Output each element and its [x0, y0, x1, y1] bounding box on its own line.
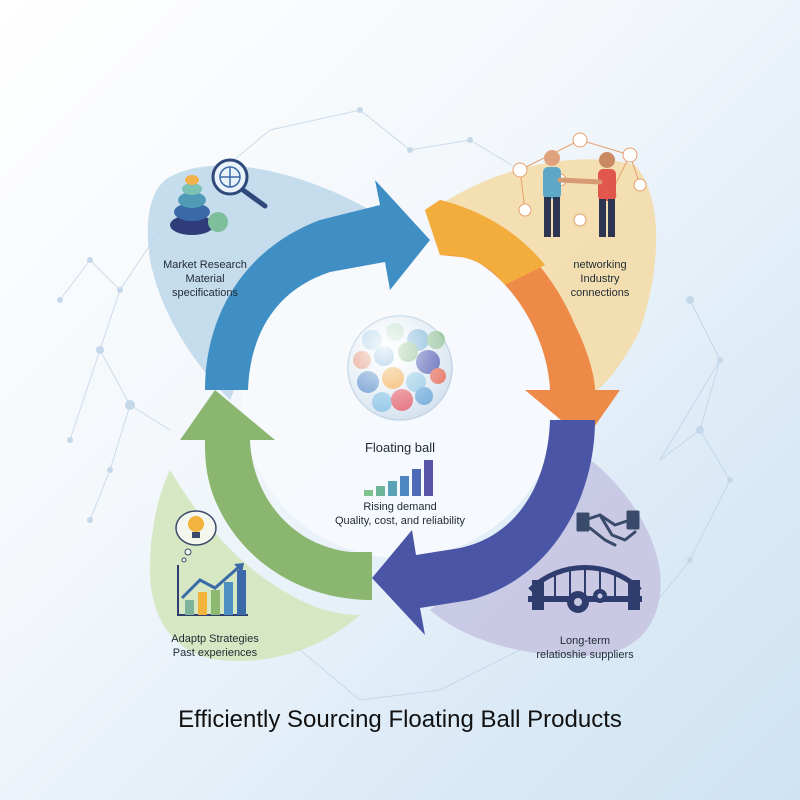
magnifier-globe-icon	[211, 158, 268, 209]
center-label: Floating ball	[364, 440, 436, 455]
center-description: Rising demand Quality, cost, and reliabi…	[300, 500, 500, 528]
cycle-arrows	[180, 180, 620, 635]
stacked-stones-icon	[170, 175, 228, 235]
top-right-line-2: Industry	[580, 273, 620, 285]
arrow-orange-red	[425, 200, 620, 440]
growth-chart-icon	[177, 563, 248, 616]
arrow-blue	[205, 180, 430, 390]
bottom-left-line-2: Past experiences	[172, 647, 258, 659]
floating-balls-icon	[347, 315, 453, 421]
label-networking: networking Industry connections	[540, 258, 660, 300]
bottom-right-line-1: Long-term	[559, 635, 611, 647]
bar-chart-icon	[364, 460, 433, 496]
handshake-icon	[576, 510, 640, 547]
lightbulb-thought-icon	[175, 510, 217, 563]
top-left-line-1: Market Research	[163, 259, 247, 271]
arrow-purple	[372, 420, 595, 635]
bottom-right-line-2: relatioshie suppliers	[536, 649, 634, 661]
page-title: Efficiently Sourcing Floating Ball Produ…	[178, 706, 622, 733]
top-right-line-1: networking	[573, 259, 627, 271]
arrow-orange-top	[425, 200, 545, 285]
center-line-1: Rising demand	[363, 501, 437, 513]
label-long-term-suppliers: Long-term relatioshie suppliers	[510, 634, 660, 662]
top-left-line-3: specifications	[171, 287, 239, 299]
bridge-gears-icon	[528, 565, 642, 613]
label-market-research: Market Research Material specifications	[140, 258, 270, 300]
bottom-left-line-1: Adaptp Strategies	[171, 633, 259, 645]
center-line-2: Quality, cost, and reliability	[334, 515, 466, 527]
background-nodes	[57, 107, 733, 613]
arrow-green	[180, 390, 372, 600]
label-adapt-strategies: Adaptp Strategies Past experiences	[150, 632, 280, 660]
background-network	[59, 109, 731, 701]
top-left-line-2: Material	[185, 273, 225, 285]
handshake-people-icon	[543, 150, 616, 237]
top-right-line-3: connections	[570, 287, 630, 299]
